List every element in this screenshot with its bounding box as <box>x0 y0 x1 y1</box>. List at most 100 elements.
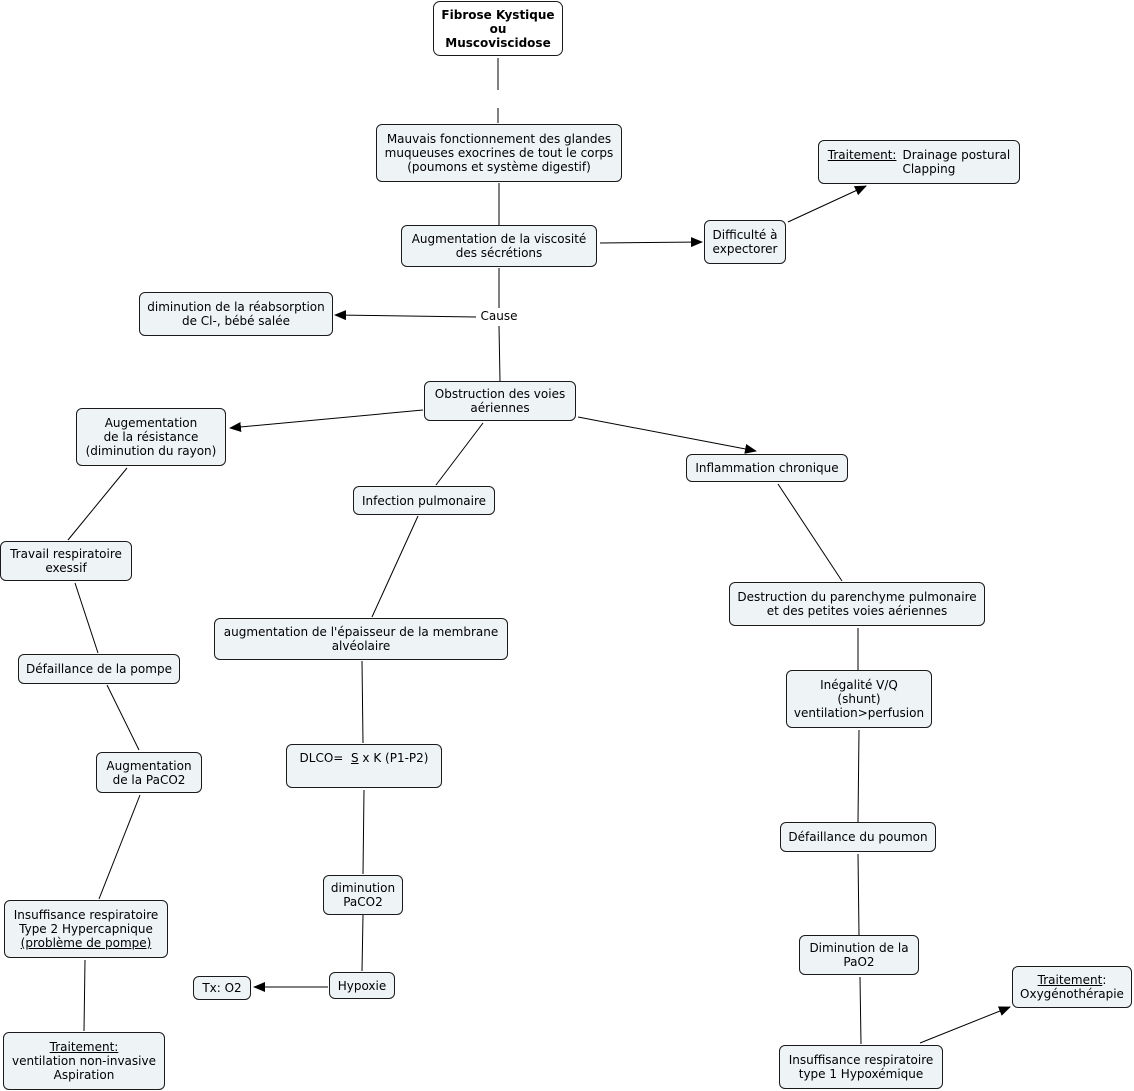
root-line3: Muscoviscidose <box>445 35 551 50</box>
obstruction-line2: aériennes <box>470 401 530 415</box>
defaillance-pompe-line1: Défaillance de la pompe <box>26 662 172 676</box>
pao2-line2: PaO2 <box>843 955 875 969</box>
node-paco2-aug[interactable]: Augmentation de la PaCO2 <box>96 752 202 793</box>
viscosite-line1: Augmentation de la viscosité <box>411 232 587 246</box>
link-expectorer-traitement <box>787 185 867 223</box>
link-type2-traitement <box>83 959 86 1032</box>
paco2-dim-line2: PaCO2 <box>343 895 383 909</box>
node-traitement-o2[interactable]: Traitement: Oxygénothérapie <box>1012 966 1132 1008</box>
node-tx-o2[interactable]: Tx: O2 <box>193 976 251 1000</box>
dlco-prefix: DLCO= <box>299 751 344 765</box>
node-inflammation[interactable]: Inflammation chronique <box>686 454 848 482</box>
root-line1: Fibrose Kystique <box>441 7 555 22</box>
traitement-drainage-items: Drainage postural Clapping <box>902 148 1010 176</box>
inflammation-line1: Inflammation chronique <box>695 461 839 475</box>
reabsorption-line1: diminution de la réabsorption <box>147 300 325 314</box>
node-travail[interactable]: Travail respiratoire exessif <box>0 541 132 581</box>
type1-line2: type 1 Hypoxémique <box>798 1067 924 1081</box>
link-cause-obstruction <box>498 325 501 382</box>
node-infection[interactable]: Infection pulmonaire <box>353 486 495 515</box>
node-vq[interactable]: Inégalité V/Q (shunt) ventilation>perfus… <box>786 670 932 728</box>
paco2-aug-line1: Augmentation <box>106 758 192 773</box>
pao2-line1: Diminution de la <box>809 941 909 955</box>
node-resistance[interactable]: Augementation de la résistance (diminuti… <box>76 408 226 466</box>
tx-o2-line1: Tx: O2 <box>202 981 242 995</box>
link-defaillance-paco2 <box>106 684 140 751</box>
glandes-line2: muqueuses exocrines de tout le corps <box>384 146 614 160</box>
paco2-dim-line1: diminution <box>330 881 396 895</box>
link-obstruction-infection <box>435 422 484 486</box>
travail-line1: Travail respiratoire <box>10 547 122 561</box>
link-travail-defaillance <box>74 582 99 654</box>
resistance-line2: de la résistance <box>103 430 199 444</box>
node-type1[interactable]: Insuffisance respiratoire type 1 Hypoxém… <box>779 1045 943 1089</box>
link-paco2-hypoxie <box>361 914 364 972</box>
traitement-drainage-line1: Drainage postural <box>902 148 1011 162</box>
expectorer-line2: expectorer <box>712 242 778 256</box>
traitement-o2-colon: : <box>1102 973 1107 987</box>
node-viscosite[interactable]: Augmentation de la viscosité des sécréti… <box>401 225 597 267</box>
link-inflammation-destruction <box>777 483 843 582</box>
dlco-rest: x K (P1-P2) <box>362 751 429 765</box>
node-defaillance-poumon[interactable]: Défaillance du poumon <box>780 822 936 852</box>
traitement-vni-label: Traitement: <box>49 1040 119 1054</box>
type2-line2: Type 2 Hypercapnique <box>19 922 153 936</box>
vq-line2: (shunt) <box>837 692 881 706</box>
root-line2: ou <box>489 21 507 36</box>
glandes-line3: (poumons et système digestif) <box>407 160 591 174</box>
link-membrane-dlco <box>361 660 364 744</box>
link-cause-reabsorption <box>334 310 477 321</box>
paco2-aug-line2: de la PaCO2 <box>112 772 186 787</box>
node-hypoxie[interactable]: Hypoxie <box>329 972 395 999</box>
node-expectorer[interactable]: Difficulté à expectorer <box>704 220 786 264</box>
traitement-vni-line1: ventilation non-invasive <box>12 1054 156 1068</box>
node-glandes[interactable]: Mauvais fonctionnement des glandes muque… <box>376 124 622 182</box>
link-pao2-type1 <box>859 976 862 1045</box>
link-paco2-type2 <box>98 794 141 900</box>
resistance-line1: Augementation <box>104 416 198 430</box>
node-reabsorption[interactable]: diminution de la réabsorption de Cl-, bé… <box>139 292 333 336</box>
hypoxie-line1: Hypoxie <box>337 978 387 993</box>
node-destruction[interactable]: Destruction du parenchyme pulmonaire et … <box>729 582 985 626</box>
cause-label: Cause <box>477 309 521 325</box>
infection-line1: Infection pulmonaire <box>361 493 487 508</box>
viscosite-line2: des sécrétions <box>455 246 543 260</box>
dlco-formula: DLCO= S x K (P1-P2) <box>300 751 429 765</box>
dlco-s: S <box>350 751 359 765</box>
link-resistance-travail <box>67 467 128 541</box>
node-pao2[interactable]: Diminution de la PaO2 <box>799 935 919 975</box>
node-obstruction[interactable]: Obstruction des voies aériennes <box>424 381 576 421</box>
node-membrane[interactable]: augmentation de l'épaisseur de la membra… <box>214 618 508 660</box>
destruction-line1: Destruction du parenchyme pulmonaire <box>737 590 977 604</box>
node-type2[interactable]: Insuffisance respiratoire Type 2 Hyperca… <box>4 900 168 958</box>
traitement-drainage-line2: Clapping <box>902 162 956 176</box>
type1-line1: Insuffisance respiratoire <box>788 1053 934 1067</box>
type2-line1: Insuffisance respiratoire <box>13 908 159 922</box>
node-paco2-dim[interactable]: diminution PaCO2 <box>323 875 403 915</box>
obstruction-line1: Obstruction des voies <box>434 387 566 401</box>
traitement-drainage-content: Traitement: Drainage postural Clapping <box>828 148 1010 176</box>
link-type1-traitement <box>919 1006 1011 1044</box>
node-traitement-vni[interactable]: Traitement: ventilation non-invasive Asp… <box>3 1032 165 1090</box>
traitement-drainage-label: Traitement: <box>827 148 897 162</box>
node-traitement-drainage[interactable]: Traitement: Drainage postural Clapping <box>818 140 1020 184</box>
link-viscosite-expectorer <box>599 237 703 248</box>
link-obstruction-resistance <box>229 409 424 432</box>
traitement-o2-label: Traitement <box>1037 973 1103 987</box>
vq-line1: Inégalité V/Q <box>820 678 898 692</box>
node-defaillance-pompe[interactable]: Défaillance de la pompe <box>18 654 180 684</box>
reabsorption-line2: de Cl-, bébé salée <box>181 314 290 328</box>
expectorer-line1: Difficulté à <box>712 228 778 242</box>
link-dlco-paco2 <box>362 789 365 875</box>
resistance-line3: (diminution du rayon) <box>85 444 217 458</box>
node-dlco[interactable]: DLCO= S x K (P1-P2) <box>286 744 442 788</box>
destruction-line2: et des petites voies aériennes <box>766 604 948 618</box>
membrane-line1: augmentation de l'épaisseur de la membra… <box>223 625 499 639</box>
membrane-line2: alvéolaire <box>331 639 391 653</box>
traitement-o2-line1: Oxygénothérapie <box>1020 987 1124 1001</box>
traitement-o2-label-row: Traitement: <box>1038 973 1107 987</box>
glandes-line1: Mauvais fonctionnement des glandes <box>386 132 612 146</box>
root-node[interactable]: Fibrose Kystique ou Muscoviscidose <box>433 1 563 56</box>
link-infection-membrane <box>371 515 419 618</box>
